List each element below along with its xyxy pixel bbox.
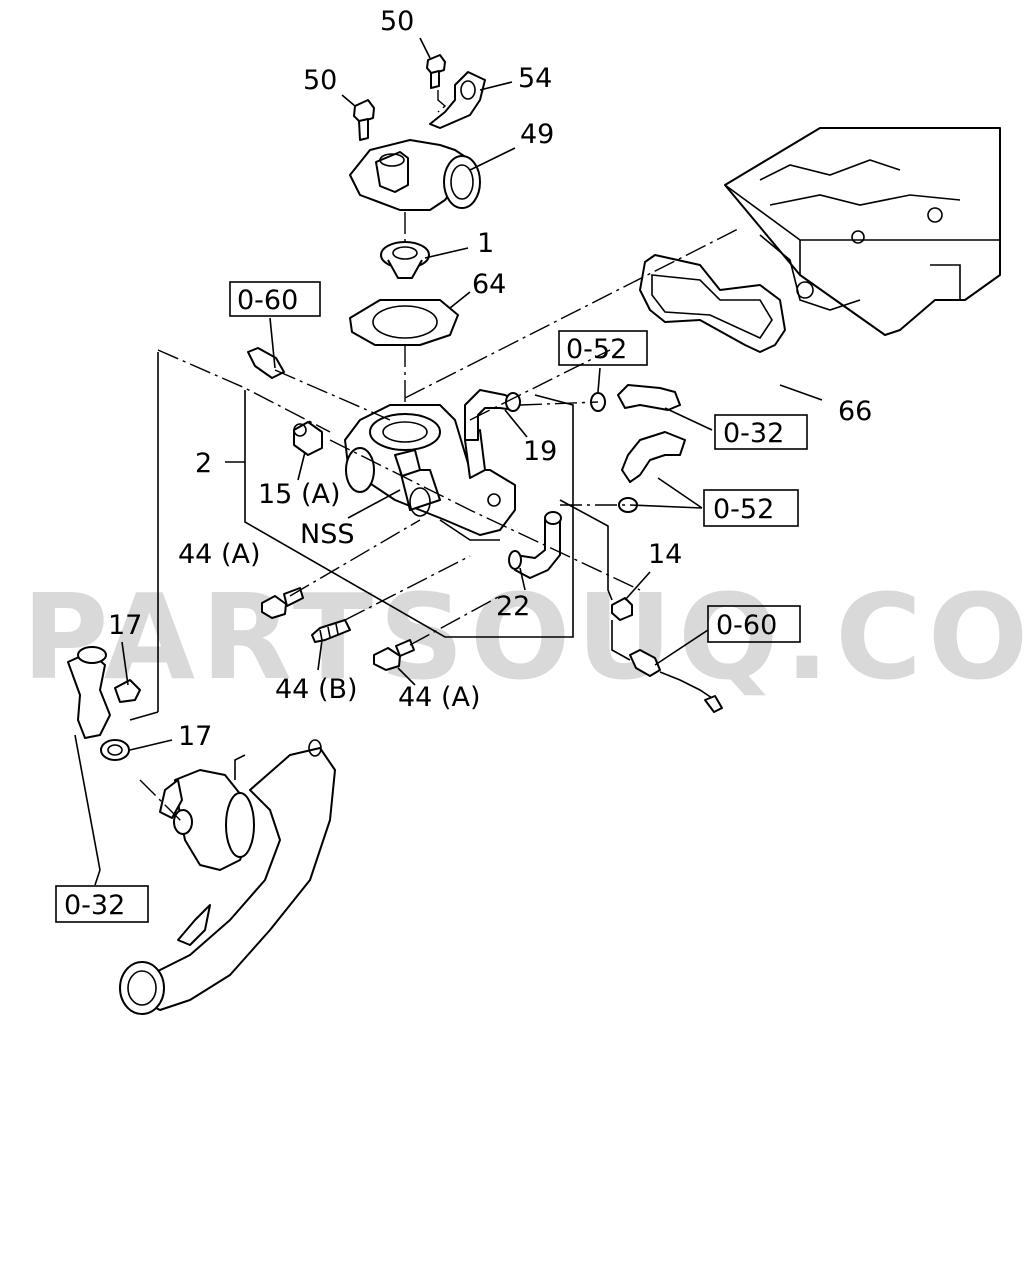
- label-49: 49: [520, 119, 554, 150]
- sensor-right: [629, 649, 723, 713]
- bolt-44a-upper: [261, 587, 304, 619]
- part-labels: 50 50 54 49 1 64 66 19 2 15 (A) NSS 44 (…: [108, 6, 872, 752]
- sensor-top: [247, 347, 285, 379]
- label-14: 14: [648, 539, 682, 570]
- pipe-22: [508, 511, 562, 579]
- label-1: 1: [477, 228, 494, 259]
- ref-box-text: 0-60: [237, 285, 298, 316]
- thermostat-housing-49: [349, 139, 481, 245]
- pipe-19: [464, 389, 521, 441]
- ref-box-0-60-top: 0-60: [229, 281, 321, 317]
- gasket-64: [349, 299, 459, 410]
- ref-box-text: 0-52: [713, 494, 774, 525]
- ref-box-text: 0-60: [716, 610, 777, 641]
- thermostat-1: [380, 241, 430, 279]
- ref-box-0-32-right: 0-32: [714, 414, 808, 450]
- bolt-44a-lower: [373, 639, 415, 671]
- label-nss: NSS: [300, 519, 354, 550]
- clamp-17-lower: [100, 739, 130, 761]
- label-44a-upper: 44 (A): [178, 539, 260, 570]
- label-44b: 44 (B): [275, 674, 358, 705]
- label-17-lower: 17: [178, 721, 212, 752]
- stud-44b: [311, 619, 351, 643]
- label-44a-lower: 44 (A): [398, 682, 480, 713]
- label-2: 2: [195, 448, 212, 479]
- frame-lines: [74, 352, 631, 871]
- bracket-54: [429, 71, 486, 129]
- gasket-66: [639, 254, 786, 353]
- leader-lines: [94, 37, 823, 886]
- label-50-right: 50: [380, 6, 414, 37]
- ref-box-0-32-left: 0-32: [55, 885, 149, 923]
- ref-box-text: 0-32: [723, 418, 784, 449]
- label-22: 22: [496, 591, 530, 622]
- ref-box-text: 0-52: [566, 334, 627, 365]
- water-outlet-body-2: [344, 404, 516, 541]
- label-66: 66: [838, 396, 872, 427]
- bolt-50-left: [353, 99, 375, 141]
- engine-block: [724, 127, 1001, 336]
- ref-box-text: 0-32: [64, 890, 125, 921]
- label-17-upper: 17: [108, 610, 142, 641]
- bolt-50-right: [426, 54, 446, 89]
- water-pipe-assembly: [119, 739, 336, 1015]
- label-54: 54: [518, 63, 552, 94]
- connection-lines: [139, 227, 741, 823]
- ref-box-0-52-top: 0-52: [558, 330, 648, 366]
- plug-14: [611, 597, 633, 621]
- label-19: 19: [523, 436, 557, 467]
- ref-box-0-52-right: 0-52: [703, 489, 799, 527]
- label-50-left: 50: [303, 65, 337, 96]
- label-15a: 15 (A): [258, 479, 340, 510]
- hose-left: [67, 646, 111, 739]
- ref-box-0-60-right: 0-60: [707, 605, 801, 643]
- hose-right: [590, 384, 681, 412]
- plug-15a: [293, 421, 323, 456]
- hose-elbow-right: [618, 431, 686, 513]
- label-64: 64: [472, 269, 506, 300]
